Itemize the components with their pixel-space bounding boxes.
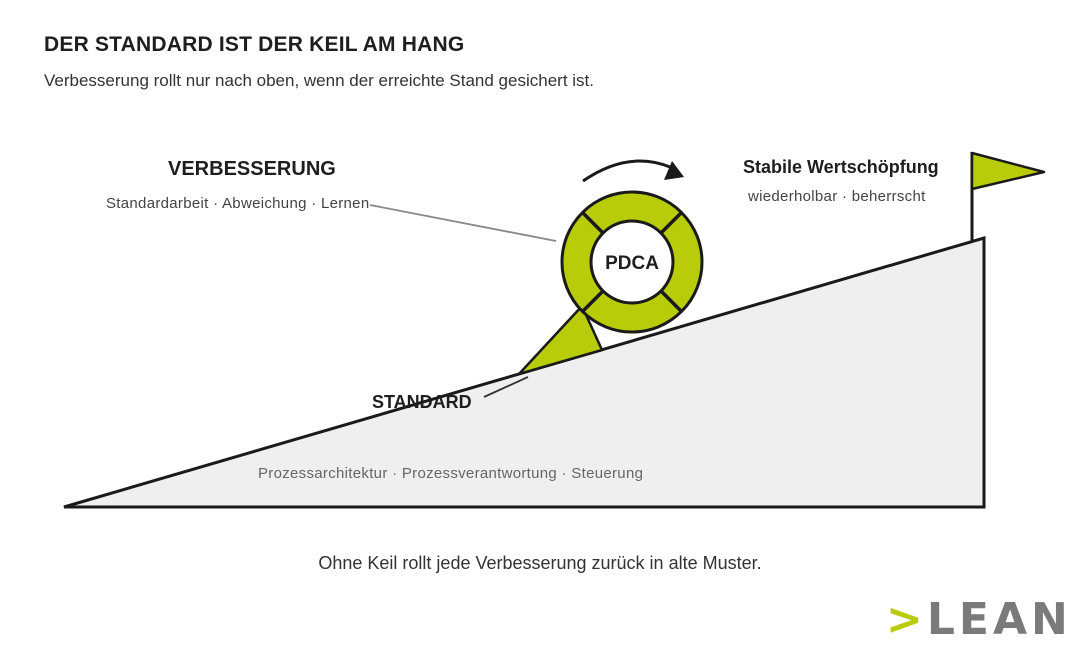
goal-title: Stabile Wertschöpfung (743, 157, 939, 177)
lean-logo: >LEAN (886, 598, 1072, 642)
logo-chevron: > (886, 594, 927, 645)
pdca-label: PDCA (605, 253, 659, 274)
flag-icon (970, 151, 1046, 242)
standard-title: STANDARD (372, 392, 472, 412)
goal-detail: wiederholbar · beherrscht (748, 188, 926, 205)
logo-word: LEAN (926, 594, 1072, 645)
curved-arrow-icon (582, 159, 684, 183)
verbesserung-leader-line (369, 204, 557, 242)
standard-leader-line (483, 376, 529, 398)
pdca-wheel (560, 190, 704, 334)
verbesserung-title: VERBESSERUNG (168, 158, 336, 180)
verbesserung-detail: Standardarbeit · Abweichung · Lernen (106, 195, 370, 212)
footer-caption: Ohne Keil rollt jede Verbesserung zurück… (318, 553, 762, 573)
slope-detail: Prozessarchitektur · Prozessverantwortun… (258, 465, 644, 482)
page-subtitle: Verbesserung rollt nur nach oben, wenn d… (44, 71, 594, 90)
page-title: DER STANDARD IST DER KEIL AM HANG (44, 33, 465, 56)
standard-wedge (517, 304, 604, 376)
